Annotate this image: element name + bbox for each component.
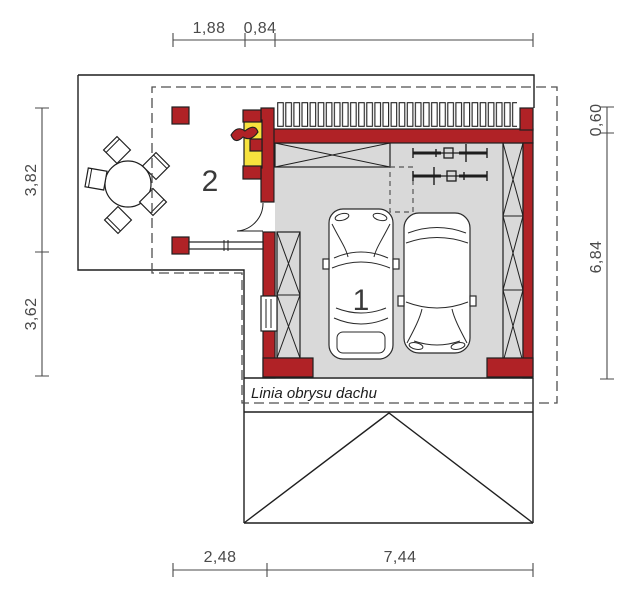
dim-label: 0,84 <box>244 20 277 37</box>
dim-label: 1,88 <box>193 20 226 37</box>
flame-icon <box>230 126 259 142</box>
dim-label: 7,44 <box>384 549 417 566</box>
dim-label: 2,48 <box>204 549 237 566</box>
table-with-chairs <box>84 135 171 235</box>
right-wall-x-panel <box>502 142 524 363</box>
wall-left-lower <box>262 231 276 297</box>
dimension-bottom: 2,48 7,44 <box>172 549 534 577</box>
wall-bottom-left-block <box>262 357 314 378</box>
chair <box>84 167 108 191</box>
furnace <box>230 109 263 180</box>
roof-outline-label: Linia obrysu dachu <box>251 385 378 402</box>
chair <box>103 205 133 235</box>
room-label-garage: 1 <box>353 284 370 317</box>
door-swing <box>236 202 264 232</box>
wall-right <box>522 142 534 379</box>
window <box>260 295 278 332</box>
chair <box>138 187 168 217</box>
pillar-bottom <box>171 236 190 255</box>
chair <box>141 151 171 181</box>
hatch-outline-dashed <box>389 166 414 213</box>
dim-label: 3,82 <box>23 164 40 197</box>
dim-label: 6,84 <box>588 241 605 274</box>
building-outline <box>77 74 535 523</box>
wall-bottom-right-block <box>486 357 534 378</box>
roof-outline-dashed <box>151 86 558 404</box>
pillar-top <box>171 106 190 125</box>
roof-ridge <box>243 411 534 524</box>
wall-top-right-block <box>519 107 534 131</box>
slatted-vent-strip <box>277 102 517 127</box>
dimension-right: 0,60 6,84 <box>588 104 614 380</box>
lintel-x-brace <box>274 142 391 168</box>
car-1 <box>322 208 400 360</box>
chair <box>102 135 132 165</box>
room-label-terrace: 2 <box>202 165 219 198</box>
bicycles <box>412 144 488 185</box>
dimension-left: 3,82 3,62 <box>23 107 49 377</box>
dimension-top: 1,88 0,84 <box>172 20 534 47</box>
wall-left-upper <box>260 107 275 203</box>
dim-label: 0,60 <box>588 104 605 137</box>
left-wall-x-panel <box>276 231 301 359</box>
wall-top-band <box>260 128 534 144</box>
dim-label: 3,62 <box>23 298 40 331</box>
railing <box>188 240 264 251</box>
car-2 <box>397 212 477 354</box>
